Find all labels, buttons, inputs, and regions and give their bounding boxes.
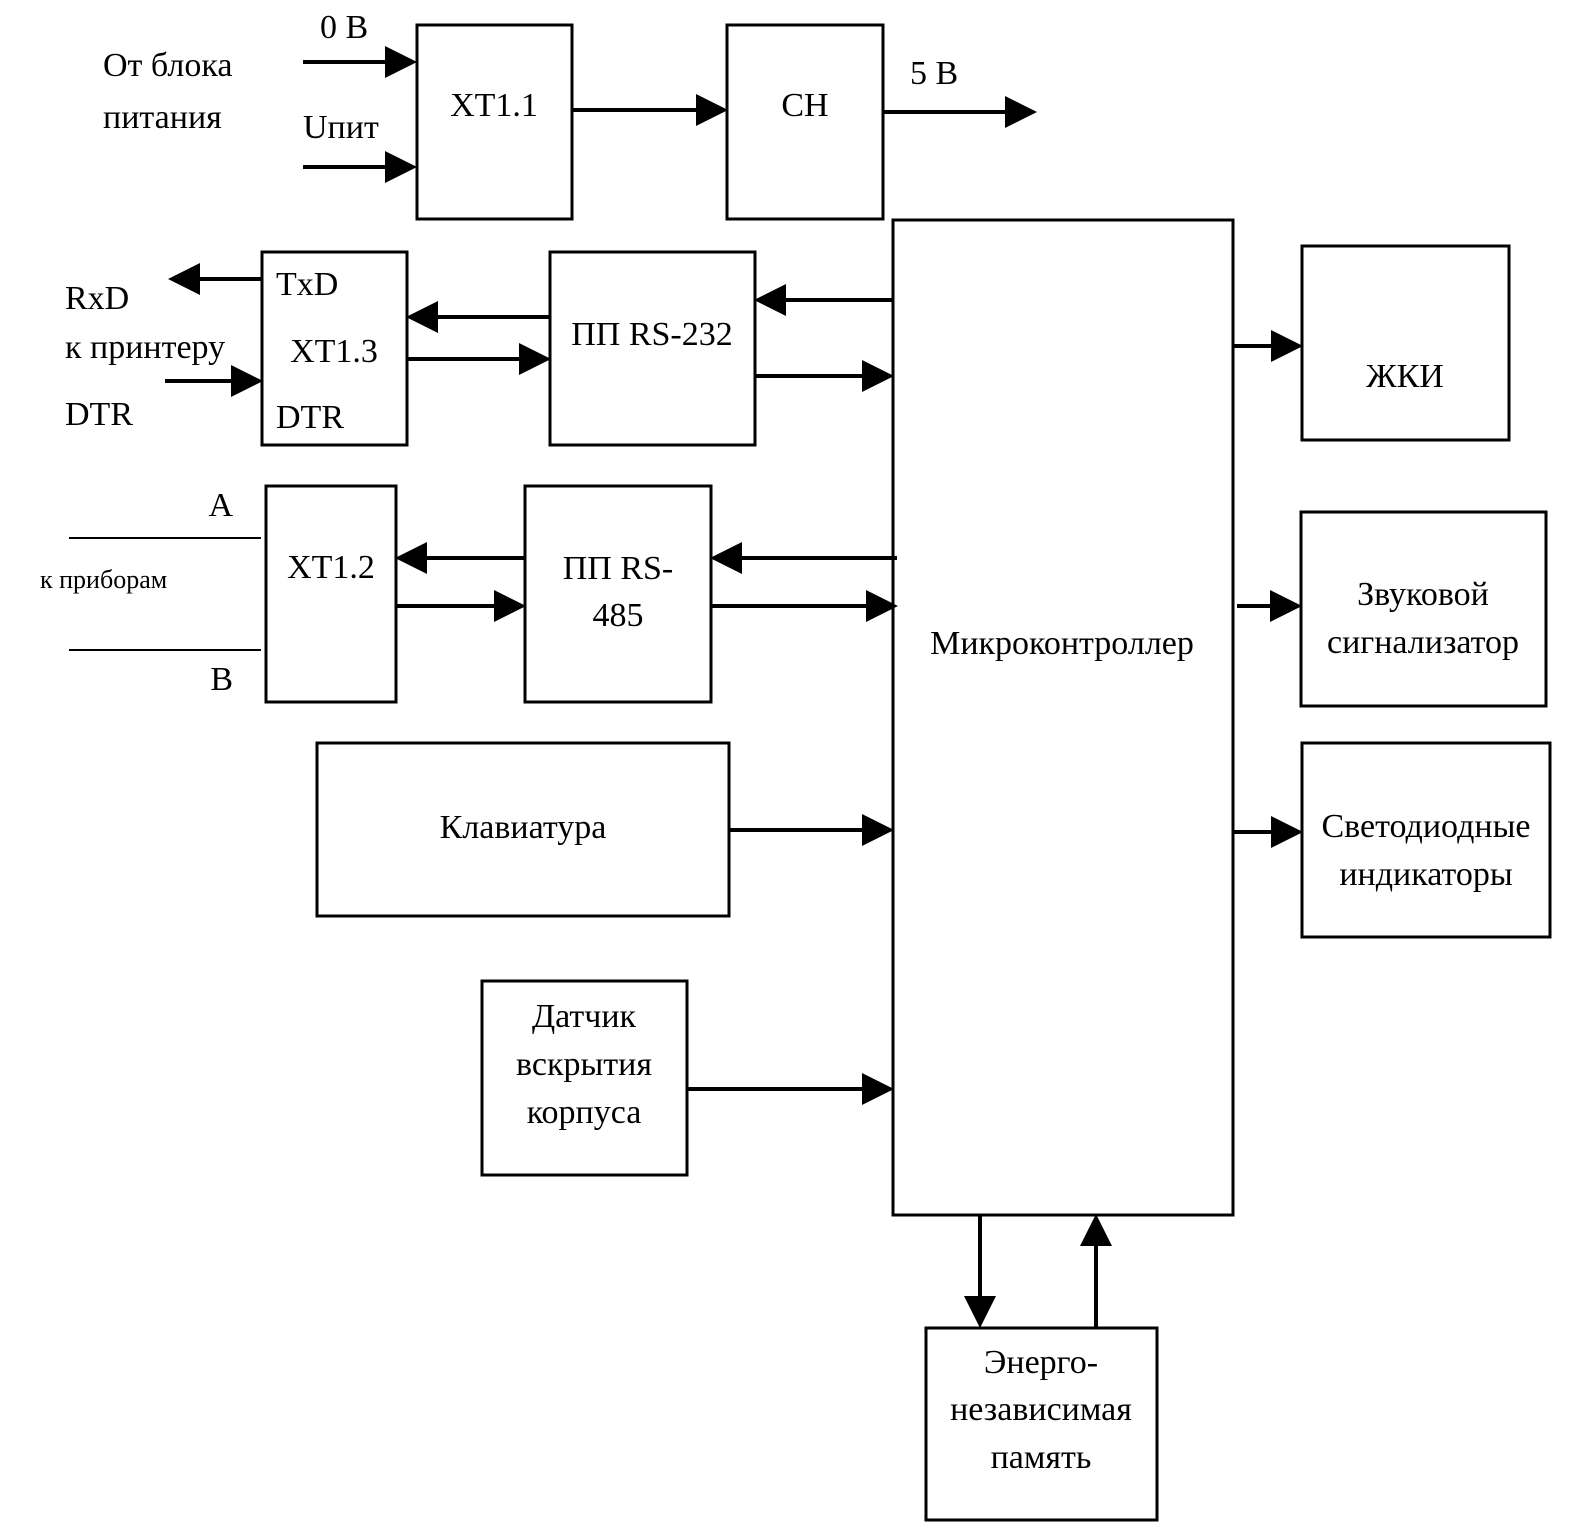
label-xt12: XT1.2 <box>287 549 375 586</box>
xt13-block <box>260 250 409 447</box>
label-source-line1: От блока <box>103 47 232 84</box>
label-dtr-left: DTR <box>65 396 133 433</box>
label-upit: Uпит <box>303 109 379 146</box>
label-xt13: XT1.3 <box>290 333 378 370</box>
label-dtr-inner: DTR <box>276 399 344 436</box>
label-memory-line2: независимая <box>950 1391 1132 1428</box>
label-pp485-line2: 485 <box>593 597 644 634</box>
label-pp232: ПП RS-232 <box>571 316 733 353</box>
label-ch: СН <box>781 87 828 124</box>
label-to-devices: к приборам <box>40 565 167 594</box>
label-memory-line3: память <box>991 1439 1092 1476</box>
label-txd: TxD <box>276 266 338 303</box>
sensor-block <box>480 979 689 1177</box>
label-to-printer: к принтеру <box>65 329 225 366</box>
label-0v: 0 В <box>320 9 368 46</box>
pp485-block <box>523 484 713 704</box>
label-a: А <box>208 487 233 524</box>
keyboard-block <box>315 741 731 918</box>
xt11-block <box>415 23 574 221</box>
label-pp485-line1: ПП RS- <box>563 550 674 587</box>
label-leds-line1: Светодиодные <box>1322 808 1531 845</box>
memory-block <box>924 1326 1159 1522</box>
label-keyboard: Клавиатура <box>440 809 607 846</box>
label-sensor-line1: Датчик <box>532 998 637 1035</box>
label-xt11: XT1.1 <box>450 87 538 124</box>
label-leds-line2: индикаторы <box>1339 856 1513 893</box>
label-buzzer-line1: Звуковой <box>1357 576 1489 613</box>
label-sensor-line2: вскрытия <box>516 1046 652 1083</box>
label-rxd: RxD <box>65 280 129 317</box>
label-source-line2: питания <box>103 99 222 136</box>
xt12-block <box>264 484 398 704</box>
label-b: В <box>210 661 233 698</box>
ch-block <box>725 23 885 221</box>
label-memory-line1: Энерго- <box>984 1344 1098 1381</box>
label-lcd: ЖКИ <box>1366 358 1444 395</box>
label-mcu: Микроконтроллер <box>930 625 1194 662</box>
buzzer-block <box>1299 510 1548 708</box>
label-sensor-line3: корпуса <box>527 1094 642 1131</box>
pp232-block <box>548 250 757 447</box>
mcu-block <box>891 218 1235 1217</box>
lcd-block <box>1300 244 1511 442</box>
label-5v: 5 В <box>910 55 958 92</box>
label-buzzer-line2: сигнализатор <box>1327 624 1519 661</box>
